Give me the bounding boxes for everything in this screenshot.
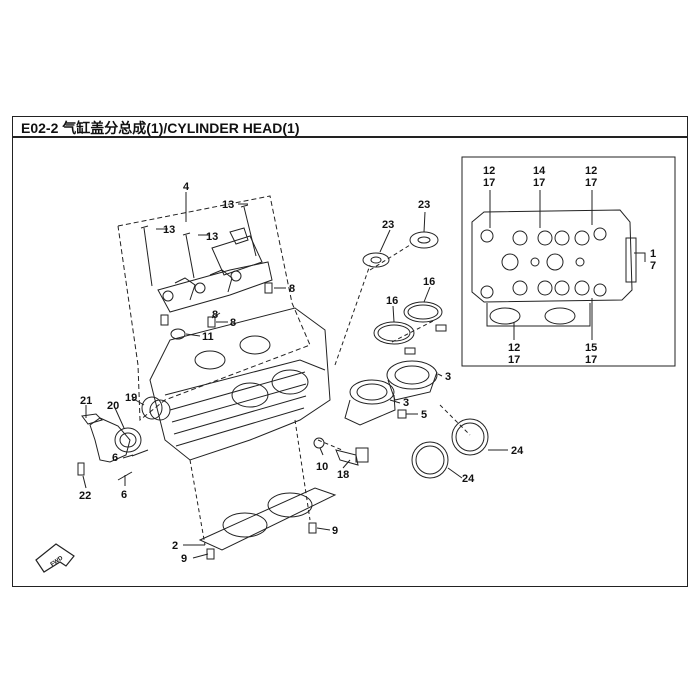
callout-20: 20 [107,400,119,412]
callout-3b: 3 [403,397,409,409]
callout-8a: 8 [289,283,295,295]
callout-17e: 17 [585,354,597,366]
callout-24a: 24 [511,445,524,457]
fwd-arrow-shape [35,543,75,573]
intake-manifolds [344,360,438,426]
callout-10: 10 [316,461,328,473]
callout-16b: 16 [423,276,435,288]
inset-head-top-view [471,209,637,327]
callout-12a: 12 [483,165,495,177]
callout-16a: 16 [386,295,398,307]
callout-19: 19 [125,392,137,404]
callout-17b: 17 [533,177,545,189]
callout-21: 21 [80,395,92,407]
dowel-pins-8 [160,282,273,328]
callout-13b: 13 [163,224,175,236]
assembly-outline-4 [117,195,311,422]
head-gasket [198,487,337,551]
callout-13a: 13 [222,199,234,211]
fwd-label: FWD [50,555,65,568]
inset-top-view-frame [461,156,676,367]
callout-22: 22 [79,490,91,502]
callout-24b: 24 [462,473,475,485]
callout-14: 14 [533,165,546,177]
callout-8b: 8 [212,309,218,321]
callout-9b: 9 [181,553,187,565]
cylinder-head-body [149,307,331,461]
title-bar: E02-2 气缸盖分总成(1)/CYLINDER HEAD(1) [12,116,688,137]
cam-cap-assembly [157,227,273,313]
part-11-bushing [170,328,186,340]
callout-12c: 12 [508,342,520,354]
diagram-frame [12,137,688,587]
callout-labels: 4 13 13 13 8 8 8 11 21 20 19 6 6 22 10 1… [50,165,656,568]
callout-23b: 23 [418,199,430,211]
callout-9a: 9 [332,525,338,537]
callout-13c: 13 [206,231,218,243]
callout-4: 4 [183,181,190,193]
callout-12b: 12 [585,165,597,177]
callout-3a: 3 [445,371,451,383]
washers-23 [362,231,439,268]
callout-11: 11 [202,331,214,343]
page-title: E02-2 气缸盖分总成(1)/CYLINDER HEAD(1) [21,120,300,136]
callout-1: 1 [650,248,656,260]
callout-15: 15 [585,342,597,354]
callout-8c: 8 [230,317,236,329]
callout-18: 18 [337,469,349,481]
dowel-9-right [308,522,317,534]
callout-17d: 17 [508,354,520,366]
dowel-9-left [206,548,215,560]
o-rings-24 [411,418,489,479]
callout-6b: 6 [121,489,127,501]
leader-lines [82,190,646,559]
hose-clamps [373,301,447,355]
callout-2: 2 [172,540,178,552]
callout-6a: 6 [112,452,118,464]
temp-sensor [313,437,369,466]
bolt-13-group [140,204,257,287]
callout-17c: 17 [585,177,597,189]
callout-23a: 23 [382,219,394,231]
callout-17a: 17 [483,177,495,189]
callout-7: 7 [650,260,656,272]
thermostat-housing [77,396,163,481]
callout-5: 5 [421,409,427,421]
